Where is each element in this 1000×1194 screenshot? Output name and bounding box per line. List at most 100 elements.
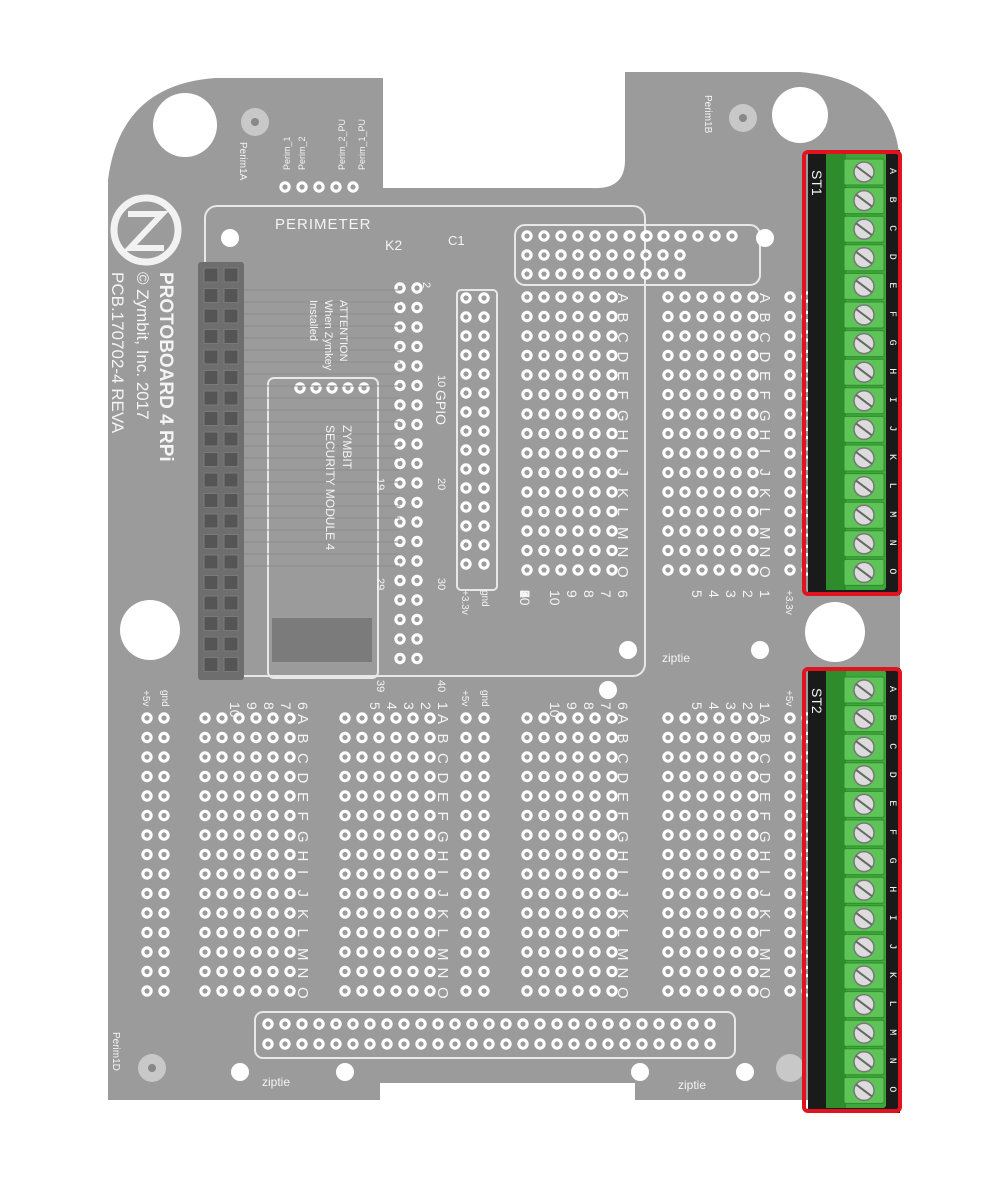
screw-slot bbox=[855, 1026, 873, 1040]
proto-hole-center bbox=[558, 489, 564, 495]
proto-hole-center bbox=[202, 871, 208, 877]
proto-hole-center bbox=[342, 773, 348, 780]
col-number: 9 bbox=[244, 702, 260, 710]
proto-hole-center bbox=[202, 832, 208, 838]
col-number: 9 bbox=[564, 702, 580, 710]
proto-hole-center bbox=[733, 949, 739, 955]
highlight-boxes bbox=[802, 150, 902, 1113]
screw-slot bbox=[855, 365, 873, 380]
proto-hole-center bbox=[609, 832, 615, 838]
proto-hole-center bbox=[359, 890, 365, 897]
proto-hole-center bbox=[644, 233, 650, 239]
header-pin bbox=[203, 595, 219, 611]
proto-hole-center bbox=[410, 949, 416, 955]
proto-hole-center bbox=[161, 793, 167, 799]
ziptie-hole bbox=[631, 1063, 649, 1081]
proto-hole-center bbox=[592, 294, 598, 300]
row-letter: L bbox=[614, 929, 631, 937]
proto-hole-center bbox=[575, 352, 581, 359]
proto-hole-center bbox=[270, 812, 276, 819]
row-letter: C bbox=[434, 753, 451, 764]
proto-hole-center bbox=[270, 988, 276, 994]
proto-hole-center bbox=[265, 1041, 271, 1047]
proto-hole-center bbox=[393, 773, 399, 780]
proto-hole-center bbox=[144, 793, 150, 799]
proto-hole-center bbox=[609, 252, 615, 258]
proto-hole-center bbox=[524, 489, 530, 495]
header-pin bbox=[223, 288, 239, 303]
proto-hole-center bbox=[733, 988, 739, 994]
proto-hole-center bbox=[481, 561, 487, 567]
proto-hole-center bbox=[270, 715, 276, 721]
proto-hole-center bbox=[592, 851, 598, 858]
proto-hole-center bbox=[359, 734, 365, 741]
row-letter: F bbox=[294, 812, 311, 821]
proto-hole-center bbox=[463, 504, 469, 510]
proto-hole-center bbox=[558, 528, 564, 534]
row-letter: N bbox=[434, 968, 451, 979]
proto-hole-center bbox=[592, 871, 598, 877]
proto-hole-center bbox=[716, 489, 722, 495]
proto-hole-center bbox=[733, 469, 739, 476]
gpio-label: GPIO bbox=[433, 390, 449, 425]
proto-hole-center bbox=[622, 1021, 628, 1027]
header-pin bbox=[203, 411, 219, 426]
proto-hole-center bbox=[588, 1021, 594, 1027]
proto-hole-center bbox=[592, 233, 598, 239]
proto-hole-center bbox=[682, 508, 688, 515]
proto-hole-center bbox=[609, 391, 615, 398]
k2-label: K2 bbox=[385, 237, 402, 253]
terminal-letter: O bbox=[886, 1086, 897, 1092]
module-connector bbox=[272, 618, 372, 662]
proto-hole-center bbox=[699, 469, 705, 476]
terminal-letter: F bbox=[886, 311, 897, 317]
proto-hole-center bbox=[541, 715, 547, 721]
proto-hole-center bbox=[682, 871, 688, 877]
proto-hole-center bbox=[575, 715, 581, 721]
row-letter: F bbox=[756, 391, 773, 400]
ziptie-label: ziptie bbox=[262, 1075, 290, 1089]
proto-hole-center bbox=[427, 929, 433, 936]
proto-hole-center bbox=[699, 411, 705, 417]
proto-hole-center bbox=[750, 313, 756, 320]
proto-hole-center bbox=[787, 754, 793, 760]
proto-hole-center bbox=[144, 910, 150, 916]
proto-hole-center bbox=[161, 929, 167, 936]
proto-hole-center bbox=[750, 372, 756, 378]
proto-hole-center bbox=[733, 890, 739, 897]
terminal-letter: L bbox=[886, 483, 897, 489]
proto-hole-center bbox=[414, 324, 420, 330]
proto-hole-center bbox=[558, 754, 564, 760]
proto-hole-center bbox=[342, 832, 348, 838]
proto-hole-center bbox=[481, 371, 487, 377]
terminal-letter: A bbox=[886, 168, 897, 174]
row-letter: E bbox=[614, 371, 631, 381]
proto-hole-center bbox=[202, 988, 208, 994]
proto-hole-center bbox=[787, 547, 793, 554]
header-pin-number: 19 bbox=[374, 478, 386, 490]
terminal-letter: M bbox=[886, 1029, 897, 1035]
proto-hole-center bbox=[716, 890, 722, 897]
proto-hole-center bbox=[410, 988, 416, 994]
col-number: 5 bbox=[689, 702, 705, 710]
proto-hole-center bbox=[558, 252, 564, 258]
proto-hole-center bbox=[481, 754, 487, 760]
corner-label-a: Perim1A bbox=[237, 142, 248, 181]
proto-hole-center bbox=[316, 1041, 322, 1047]
proto-hole-center bbox=[481, 773, 487, 780]
proto-hole-center bbox=[682, 968, 688, 975]
proto-hole-center bbox=[342, 929, 348, 936]
proto-hole-center bbox=[463, 734, 469, 741]
row-letter: N bbox=[614, 547, 631, 558]
proto-hole-center bbox=[524, 411, 530, 417]
proto-hole-center bbox=[677, 252, 683, 258]
screw-slot bbox=[855, 451, 873, 465]
ziptie-hole bbox=[756, 229, 774, 247]
ziptie-hole bbox=[619, 641, 637, 659]
proto-hole-center bbox=[575, 567, 581, 573]
proto-hole-center bbox=[716, 832, 722, 838]
proto-hole-center bbox=[541, 508, 547, 515]
proto-hole-center bbox=[665, 929, 671, 936]
proto-hole-center bbox=[463, 754, 469, 760]
